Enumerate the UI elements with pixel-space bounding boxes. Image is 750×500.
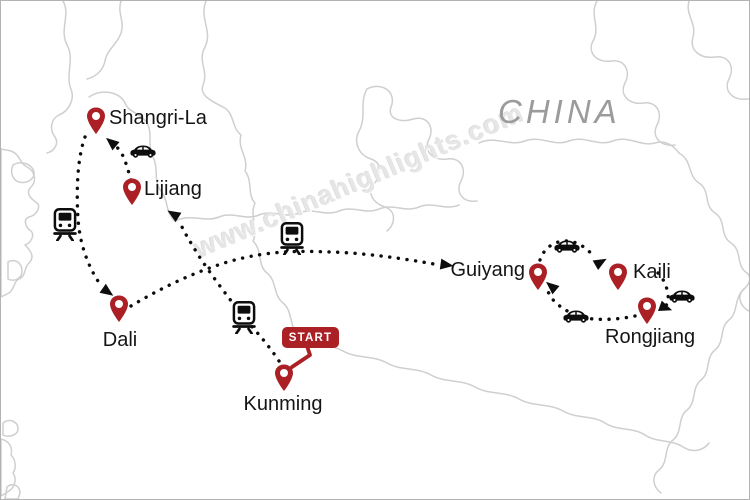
arrowhead-to-dali: [99, 283, 114, 296]
route-lijiang-shangrila: [115, 145, 133, 182]
map-pin-kaili: [607, 262, 629, 291]
arrowhead-to-rongjiang: [658, 300, 673, 311]
route-dali-guiyang: [129, 249, 436, 308]
city-label-shangri-la: Shangri-La: [109, 107, 207, 129]
city-label-rongjiang: Rongjiang: [605, 326, 696, 348]
city-label-guiyang: Guiyang: [450, 259, 526, 281]
route-arrowheads: [99, 137, 673, 311]
map-pin-shangri-la: [85, 106, 107, 135]
car-icon: [668, 288, 696, 304]
route-rongjiang-guiyang: [545, 287, 637, 322]
map-pin-kunming: [273, 363, 295, 392]
country-label: CHINA: [498, 93, 621, 130]
car-icon: [129, 143, 157, 159]
city-label-kaili: Kaili: [633, 261, 671, 283]
route-kunming-lijiang: [180, 225, 281, 363]
train-icon: [230, 301, 258, 334]
province-borders: [46, 1, 749, 494]
city-label-lijiang: Lijiang: [144, 178, 202, 200]
arrowhead-to-lijiang: [167, 210, 182, 223]
start-badge-connector: [290, 344, 312, 369]
arrowhead-to-guiyang: [439, 258, 454, 270]
route-shangrila-dali: [75, 135, 104, 289]
arrowhead-to-shangrila: [106, 137, 120, 151]
arrowhead-return-guiyang: [546, 281, 560, 295]
car-icon: [553, 238, 581, 254]
map-pin-guiyang: [527, 262, 549, 291]
map-pin-dali: [108, 294, 130, 323]
city-label-kunming: Kunming: [243, 393, 323, 415]
map-pin-lijiang: [121, 177, 143, 206]
car-icon: [562, 308, 590, 324]
train-icon: [278, 222, 306, 255]
map-pin-rongjiang: [636, 296, 658, 325]
water-shapes: [1, 148, 40, 499]
start-badge: START: [282, 327, 339, 348]
train-icon: [51, 208, 79, 241]
city-label-dali: Dali: [102, 329, 138, 351]
arrowhead-to-kaili: [592, 258, 607, 271]
